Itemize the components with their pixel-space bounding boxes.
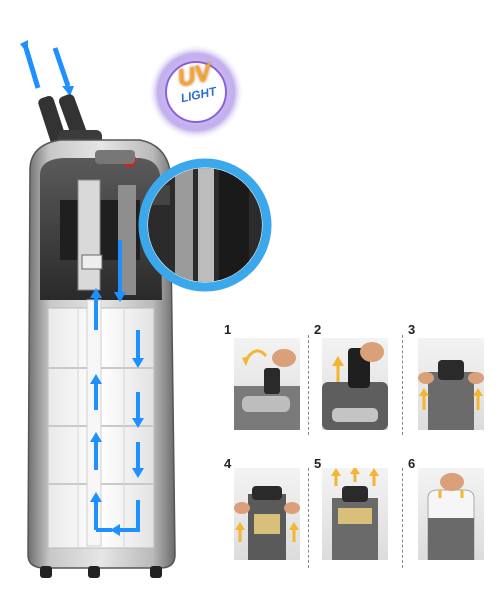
step-3-number: 3 bbox=[408, 322, 416, 337]
water-flow-arrows bbox=[90, 240, 144, 536]
step-1-image bbox=[234, 338, 300, 430]
step-divider bbox=[402, 335, 403, 435]
inlet-outlet-arrows bbox=[20, 40, 74, 96]
step-divider bbox=[308, 468, 309, 568]
uv-light-badge bbox=[148, 44, 244, 140]
filter-feet bbox=[40, 566, 162, 578]
step-2-image bbox=[322, 338, 388, 430]
uv-lamp-callout bbox=[138, 158, 272, 292]
step-1-number: 1 bbox=[224, 322, 232, 337]
step-6-number: 6 bbox=[408, 456, 416, 471]
step-divider bbox=[402, 468, 403, 568]
step-3-image bbox=[418, 338, 484, 430]
step-4-number: 4 bbox=[224, 456, 232, 471]
step-divider bbox=[308, 335, 309, 435]
step-5-image bbox=[322, 468, 388, 560]
step-6-image bbox=[418, 468, 484, 560]
step-2-number: 2 bbox=[314, 322, 322, 337]
step-5-number: 5 bbox=[314, 456, 322, 471]
step-4-image bbox=[234, 468, 300, 560]
